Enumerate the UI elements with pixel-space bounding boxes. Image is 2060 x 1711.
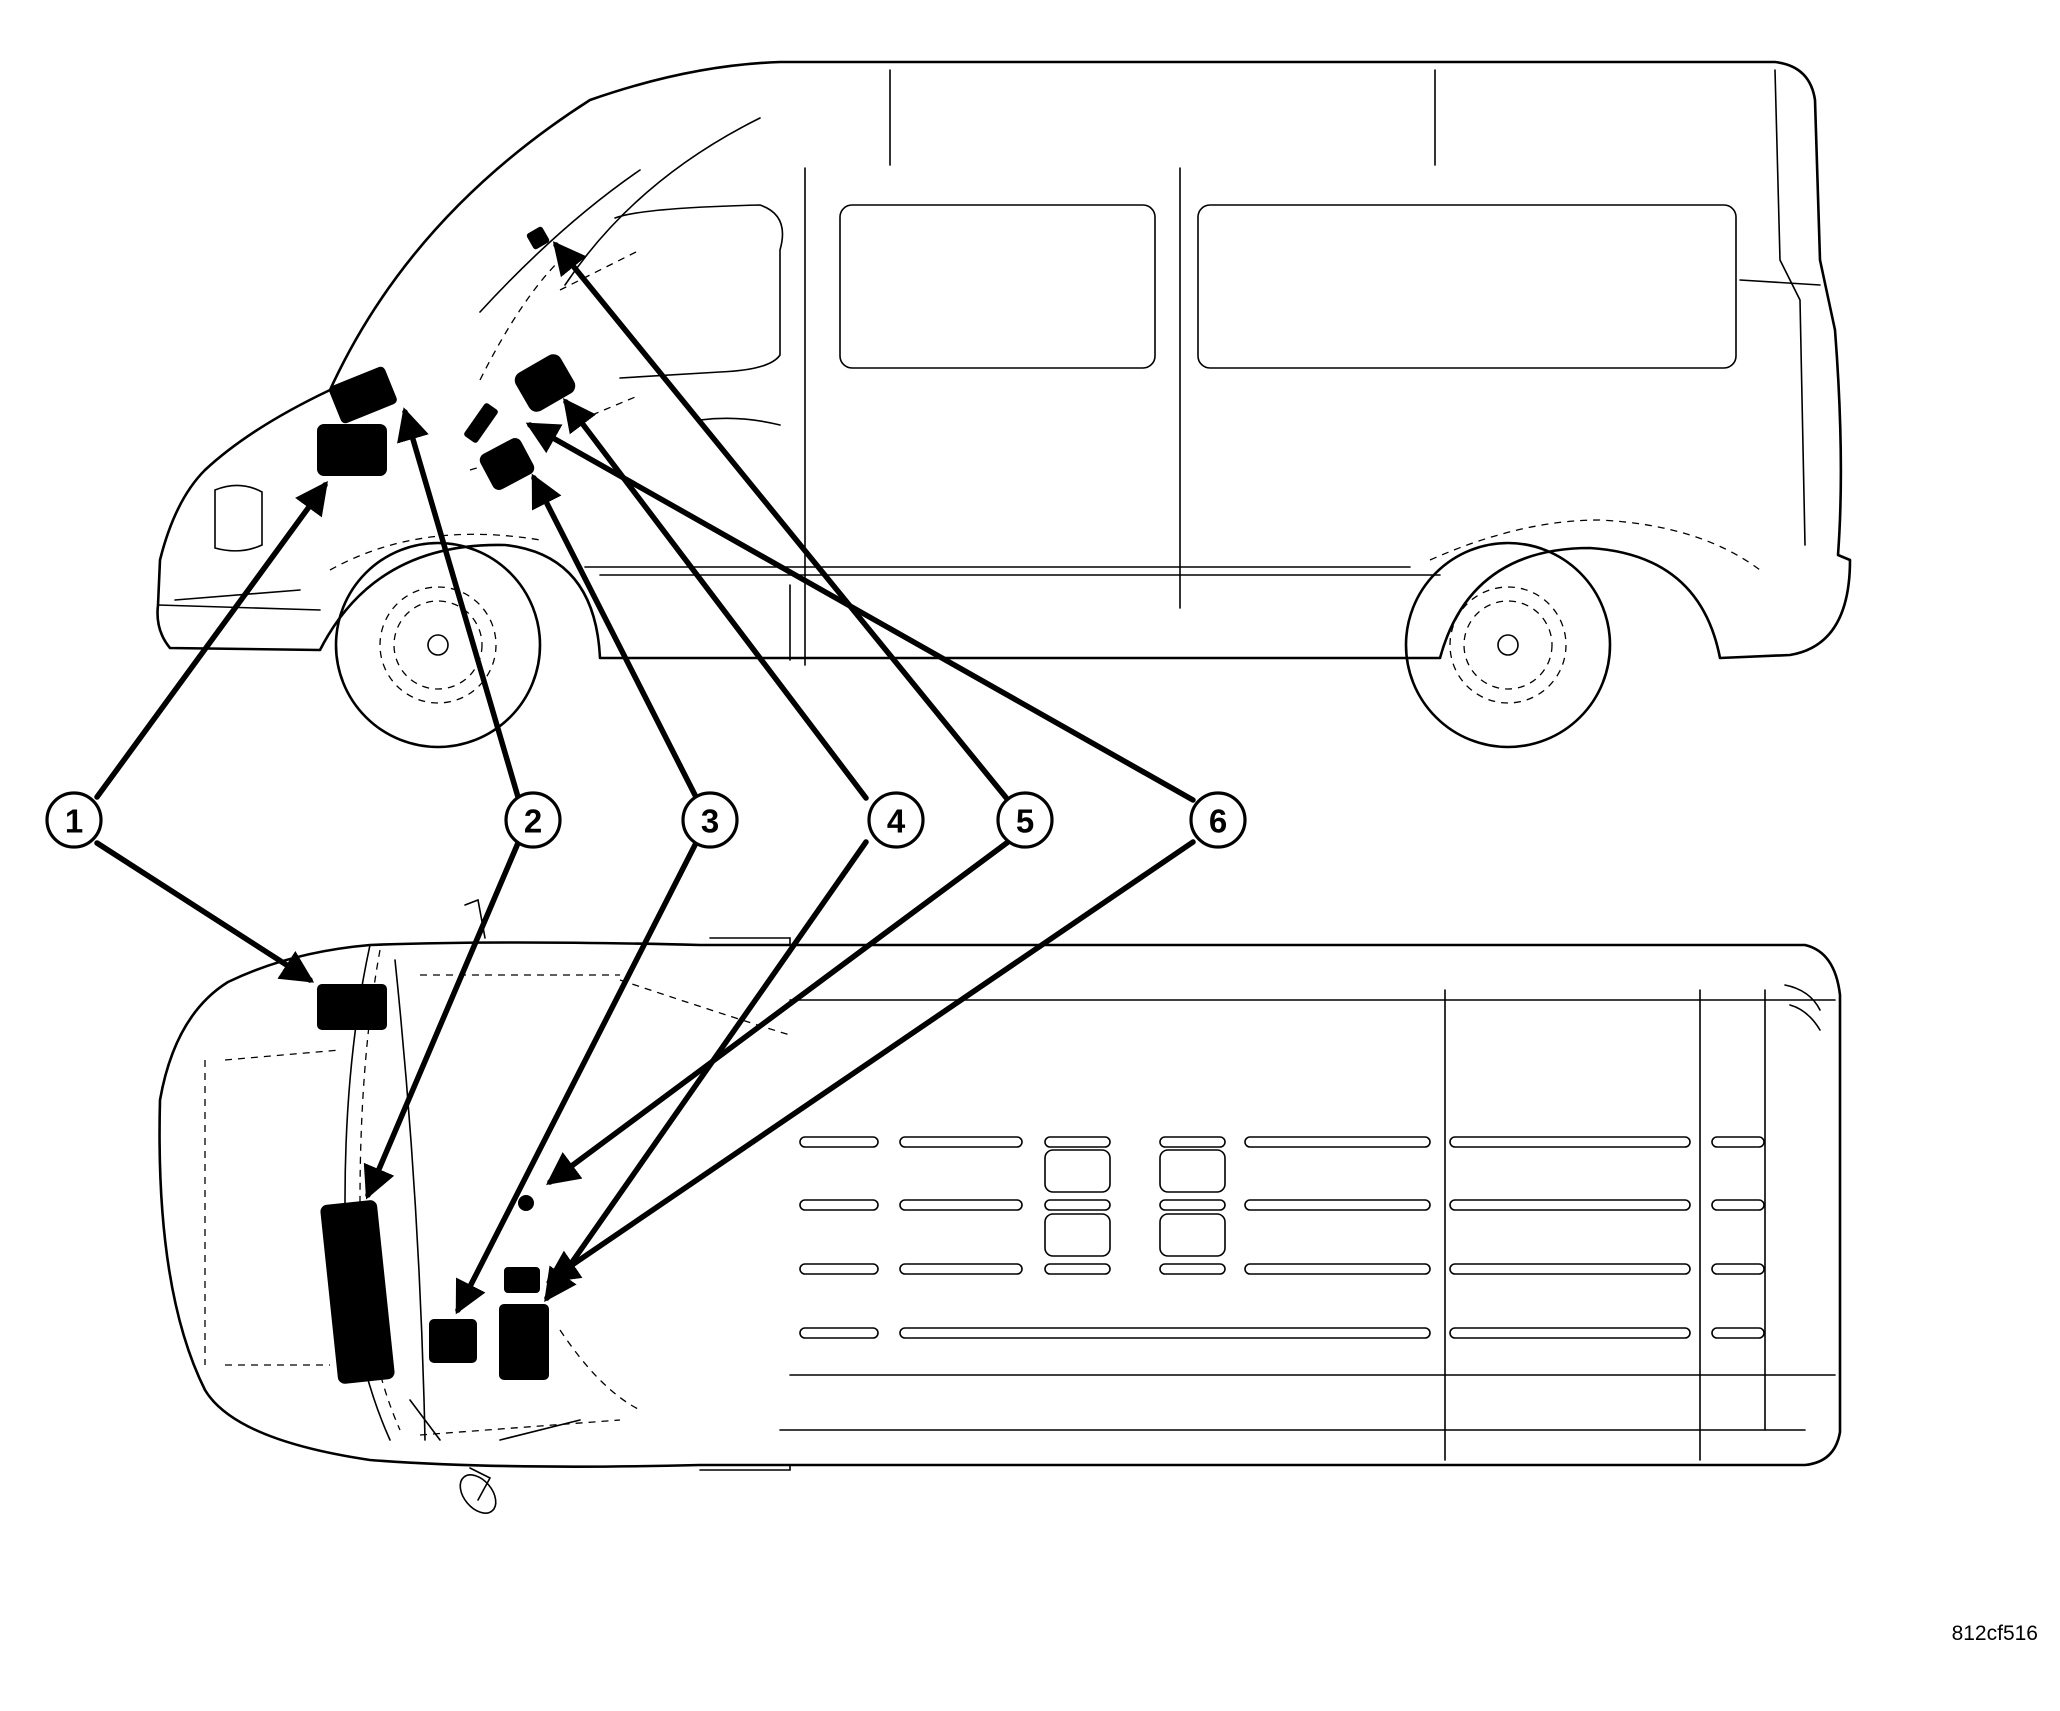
side-module-2 — [329, 366, 397, 424]
side-module-1 — [317, 424, 387, 476]
top-view-body-outline — [158, 941, 1842, 1468]
callout-label-3: 3 — [701, 803, 719, 840]
top-module-5 — [518, 1195, 534, 1211]
leader-lines — [94, 241, 1196, 1315]
callout-label-2: 2 — [524, 803, 542, 840]
callout-3: 3 — [681, 791, 739, 849]
top-module-1 — [317, 984, 387, 1030]
front-door-window — [614, 204, 784, 379]
callout-2: 2 — [504, 791, 562, 849]
callout-label-6: 6 — [1209, 803, 1227, 840]
side-view-body-outline — [156, 60, 1852, 660]
callout-label-1: 1 — [65, 803, 83, 840]
sliding-door-window — [839, 204, 1156, 369]
top-module-6 — [504, 1267, 540, 1293]
cargo-floor-slots — [799, 1136, 1765, 1339]
side-module-3 — [479, 438, 535, 490]
top-module-4 — [499, 1304, 549, 1380]
front-wheel-side — [334, 541, 542, 749]
rear-side-window — [1197, 204, 1737, 369]
figure-id: 812cf516 — [1951, 1622, 2038, 1645]
callout-6: 6 — [1189, 791, 1247, 849]
windshield-line — [564, 117, 761, 286]
top-view-van — [158, 898, 1842, 1514]
callout-1: 1 — [45, 791, 103, 849]
mirror-bottom — [459, 1474, 497, 1514]
side-view-van — [156, 60, 1852, 749]
top-module-3 — [429, 1319, 477, 1363]
side-module-4 — [514, 354, 576, 412]
callout-label-5: 5 — [1016, 803, 1034, 840]
side-module-5 — [526, 226, 550, 250]
side-module-6 — [464, 403, 498, 443]
callout-5: 5 — [996, 791, 1054, 849]
callout-label-4: 4 — [887, 803, 906, 840]
top-module-2 — [320, 1200, 395, 1384]
rear-wheel-side — [1404, 541, 1612, 749]
callout-4: 4 — [867, 791, 925, 849]
